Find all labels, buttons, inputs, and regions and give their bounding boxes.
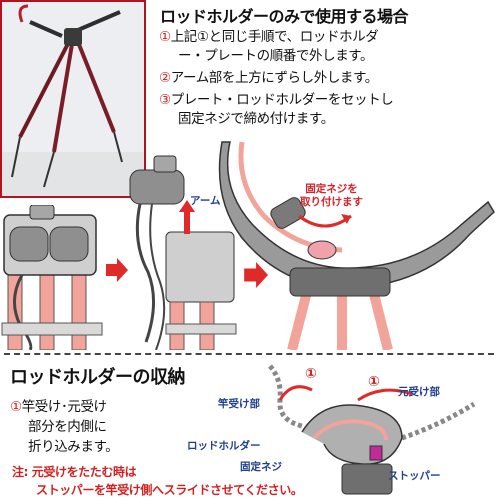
- step-1: ①上記①と同じ手順で、ロッドホルダ: [159, 25, 379, 45]
- label-arm: アーム: [190, 195, 221, 207]
- storage-step: ①竿受け･元受け: [10, 395, 107, 415]
- illustration-arm-removed: [126, 152, 238, 351]
- arrow-step-number-right: ①: [368, 374, 380, 390]
- storage-note-line1: 注: 元受けをたたむ時は: [12, 465, 137, 479]
- step-3-line2: 固定ネジで締め付けます。: [178, 111, 334, 127]
- arrow-step-number-left: ①: [305, 366, 317, 382]
- storage-step-number: ①: [10, 399, 22, 415]
- arrow-up-icon: [179, 200, 195, 238]
- storage-note-line2: ストッパーを竿受け側へスライドさせてください。: [36, 483, 303, 497]
- step-1-line1: 上記①と同じ手順で、ロッドホルダ: [170, 29, 379, 45]
- step-1-number: ①: [159, 29, 171, 45]
- storage-step-line1: 竿受け･元受け: [21, 399, 107, 415]
- storage-step-line2: 部分を内側に: [28, 419, 107, 435]
- page-title: ロッドホルダーのみで使用する場合: [160, 7, 409, 26]
- step-2-number: ②: [159, 70, 171, 86]
- storage-title: ロッドホルダーの収納: [10, 367, 186, 388]
- curved-arrow-icon: [293, 206, 357, 240]
- callout-base-rest: 元受け部: [398, 386, 440, 398]
- step-3: ③プレート・ロッドホルダーをセットし: [159, 88, 394, 108]
- tripod-photo: [0, 0, 146, 198]
- storage-step-line3: 折り込みます。: [28, 439, 119, 455]
- step-2: ②アーム部を上方にずらし外します。: [159, 66, 378, 86]
- illustration-rod-holder-attached: [212, 128, 500, 352]
- illustration-assembled: [0, 204, 104, 351]
- callout-rod-holder: ロッドホルダー: [187, 440, 261, 452]
- section-divider: [4, 353, 494, 355]
- illustration-storage: [262, 360, 494, 500]
- step-3-number: ③: [159, 92, 171, 108]
- step-2-line1: アーム部を上方にずらし外します。: [170, 70, 379, 86]
- callout-fixing-screw: 固定ネジ: [240, 461, 282, 473]
- callout-stopper: ストッパー: [388, 470, 441, 482]
- step-3-line1: プレート・ロッドホルダーをセットし: [170, 92, 394, 108]
- label-fixing-screw-note: 固定ネジを 取り付けます: [300, 183, 363, 209]
- fixing-screw-note-line1: 固定ネジを: [305, 183, 358, 195]
- callout-rod-rest: 竿受け部: [218, 398, 260, 410]
- fixing-screw-note-line2: 取り付けます: [300, 196, 363, 208]
- step-1-line2: ー・プレートの順番で外します。: [178, 48, 374, 64]
- arrow-right-icon: [242, 262, 268, 292]
- arrow-right-icon: [104, 258, 128, 286]
